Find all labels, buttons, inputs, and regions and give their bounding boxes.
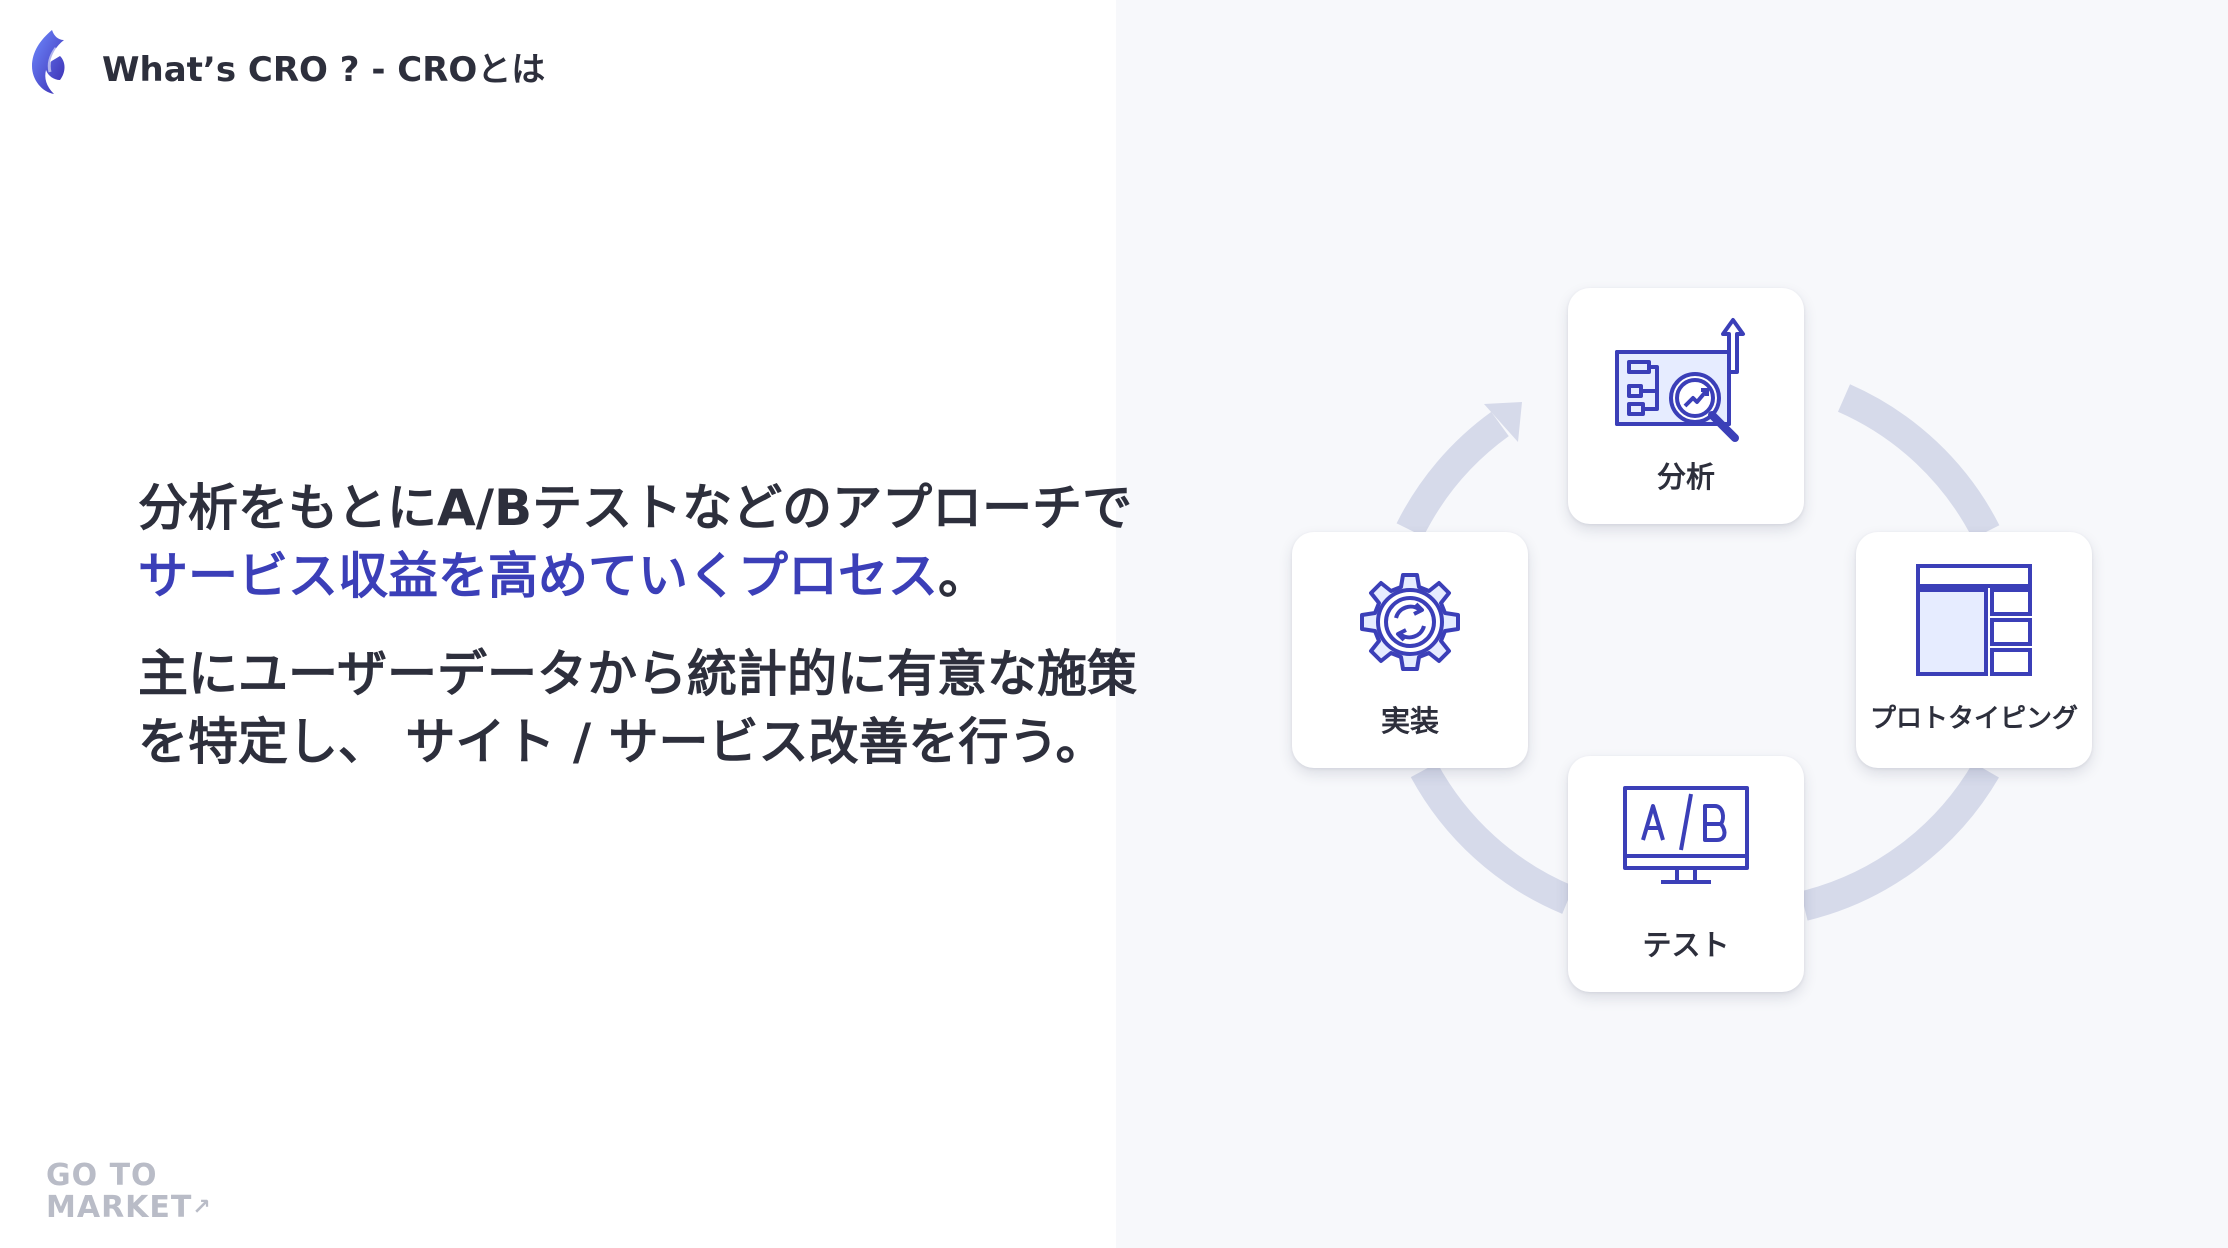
- cycle-card-analysis: 分析: [1568, 288, 1804, 524]
- footer-logo: GO TO MARKET↗: [46, 1160, 212, 1224]
- ab-test-monitor-icon: [1623, 786, 1749, 884]
- cycle-arc-left-bottom: [1410, 762, 1574, 914]
- analytics-magnifier-icon: [1615, 318, 1745, 442]
- cycle-arc-right-top: [1837, 384, 2000, 539]
- cycle-arc-left-top: [1396, 411, 1509, 537]
- gear-sync-icon: [1360, 573, 1460, 671]
- footer-logo-line-1: GO TO: [46, 1158, 158, 1193]
- footer-logo-word: MARKET: [46, 1190, 193, 1225]
- cycle-card-test: テスト: [1568, 756, 1804, 992]
- lead-line-1: 分析をもとにA/Bテストなどのアプローチで: [138, 479, 1133, 537]
- cycle-step-label: 分析: [1656, 460, 1715, 494]
- lead-text: 分析をもとにA/Bテストなどのアプローチで サービス収益を高めていくプロセス。 …: [138, 474, 1137, 776]
- wireframe-layout-icon: [1916, 564, 2032, 676]
- brand-logo-icon: [32, 30, 65, 94]
- cycle-arrow-head: [1484, 402, 1522, 442]
- cycle-card-implementation: 実装: [1292, 532, 1528, 768]
- left-pane: [0, 0, 1116, 1248]
- lead-line-4: を特定し、 サイト / サービス改善を行う。: [138, 713, 1106, 771]
- cycle-step-label: プロトタイピング: [1869, 704, 2078, 734]
- lead-accent-phrase: サービス収益を高めていくプロセス: [138, 547, 938, 605]
- footer-logo-line-2: MARKET↗: [46, 1192, 212, 1224]
- cycle-ring: [1396, 384, 2000, 921]
- lead-line-2: サービス収益を高めていくプロセス。: [138, 542, 1098, 610]
- page-title: What’s CRO ? - CROとは: [102, 50, 546, 90]
- lead-line-3: 主にユーザーデータから統計的に有意な施策: [138, 645, 1137, 703]
- footer-logo-arrow-icon: ↗: [192, 1195, 212, 1220]
- cycle-card-prototyping: プロトタイピング: [1856, 532, 2092, 768]
- cycle-step-label: 実装: [1380, 704, 1439, 738]
- cycle-arc-right-bottom: [1800, 762, 1999, 921]
- lead-line-2-tail: 。: [938, 547, 988, 605]
- cycle-step-label: テスト: [1642, 928, 1730, 962]
- lead-gap: [138, 610, 1098, 640]
